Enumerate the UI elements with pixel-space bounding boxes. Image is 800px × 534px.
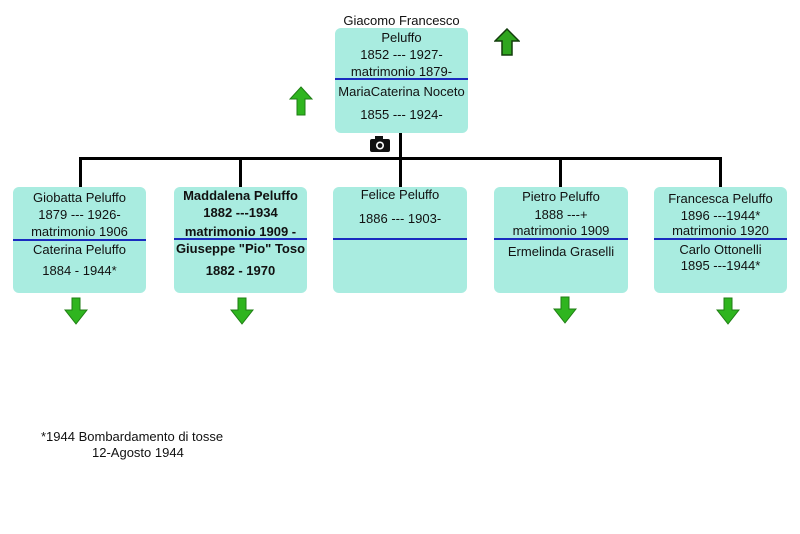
drop-1 xyxy=(79,157,82,187)
child-1-dates: 1879 --- 1926- xyxy=(38,207,121,222)
drop-3 xyxy=(399,157,402,187)
child-1-name: Giobatta Peluffo xyxy=(33,190,126,205)
child-4-spouse-name: Ermelinda Graselli xyxy=(507,244,615,259)
child-5-spouse-name: Carlo Ottonelli xyxy=(679,242,762,257)
marriage-divider xyxy=(174,238,307,240)
root-spouse-dates: 1855 --- 1924- xyxy=(360,107,443,122)
child-3-name: Felice Peluffo xyxy=(360,187,440,202)
marriage-divider xyxy=(335,78,468,80)
child-5-marriage: matrimonio 1920 xyxy=(672,223,769,238)
child-4-dates: 1888 ---+ xyxy=(534,207,588,222)
green-down-arrow-icon[interactable] xyxy=(64,297,88,325)
root-person-dates: 1852 --- 1927- xyxy=(360,47,443,62)
child-card-2[interactable]: Maddalena Peluffo 1882 ---1934 matrimoni… xyxy=(174,187,307,293)
marriage-divider xyxy=(654,238,787,240)
marriage-divider xyxy=(333,238,467,240)
child-1-spouse-name: Caterina Peluffo xyxy=(33,242,126,257)
marriage-divider xyxy=(494,238,628,240)
green-down-arrow-icon[interactable] xyxy=(716,297,740,325)
root-stem xyxy=(399,133,402,160)
child-5-spouse-dates: 1895 ---1944* xyxy=(680,258,761,273)
root-person-card[interactable]: MariaCaterina Noceto 1855 --- 1924- xyxy=(335,28,468,133)
child-card-5[interactable]: Francesca Peluffo 1896 ---1944* matrimon… xyxy=(654,187,787,293)
child-3-dates: 1886 --- 1903- xyxy=(358,211,442,226)
child-4-name: Pietro Peluffo xyxy=(522,189,600,204)
child-card-1[interactable]: Giobatta Peluffo 1879 --- 1926- matrimon… xyxy=(13,187,146,293)
drop-4 xyxy=(559,157,562,187)
child-2-dates: 1882 ---1934 xyxy=(203,205,278,220)
root-marriage: matrimonio 1879- xyxy=(350,64,453,79)
child-1-marriage: matrimonio 1906 xyxy=(31,224,128,239)
footnote-line-1: *1944 Bombardamento di tosse xyxy=(41,429,224,444)
footnote-line-2: 12-Agosto 1944 xyxy=(92,445,184,460)
green-down-arrow-icon[interactable] xyxy=(553,296,577,324)
root-spouse-name: MariaCaterina Noceto xyxy=(338,84,465,99)
child-5-dates: 1896 ---1944* xyxy=(680,208,761,223)
child-2-marriage: matrimonio 1909 - xyxy=(184,224,297,239)
child-4-marriage: matrimonio 1909 xyxy=(512,223,610,238)
drop-5 xyxy=(719,157,722,187)
child-card-3[interactable]: Felice Peluffo 1886 --- 1903- xyxy=(333,187,467,293)
child-2-spouse-dates: 1882 - 1970 xyxy=(205,263,276,278)
root-person-name-1: Giacomo Francesco xyxy=(343,13,460,28)
root-person-name-2: Peluffo xyxy=(381,30,422,45)
green-up-arrow-icon[interactable] xyxy=(289,86,313,116)
child-2-name: Maddalena Peluffo xyxy=(183,188,298,203)
child-5-name: Francesca Peluffo xyxy=(668,191,773,206)
marriage-divider xyxy=(13,239,146,241)
drop-2 xyxy=(239,157,242,187)
child-2-spouse-name: Giuseppe "Pio" Toso xyxy=(175,241,306,256)
green-down-arrow-icon[interactable] xyxy=(230,297,254,325)
camera-icon[interactable] xyxy=(369,135,391,153)
green-up-arrow-icon[interactable] xyxy=(494,28,520,56)
child-1-spouse-dates: 1884 - 1944* xyxy=(42,263,117,278)
child-card-4[interactable]: Pietro Peluffo 1888 ---+ matrimonio 1909… xyxy=(494,187,628,293)
